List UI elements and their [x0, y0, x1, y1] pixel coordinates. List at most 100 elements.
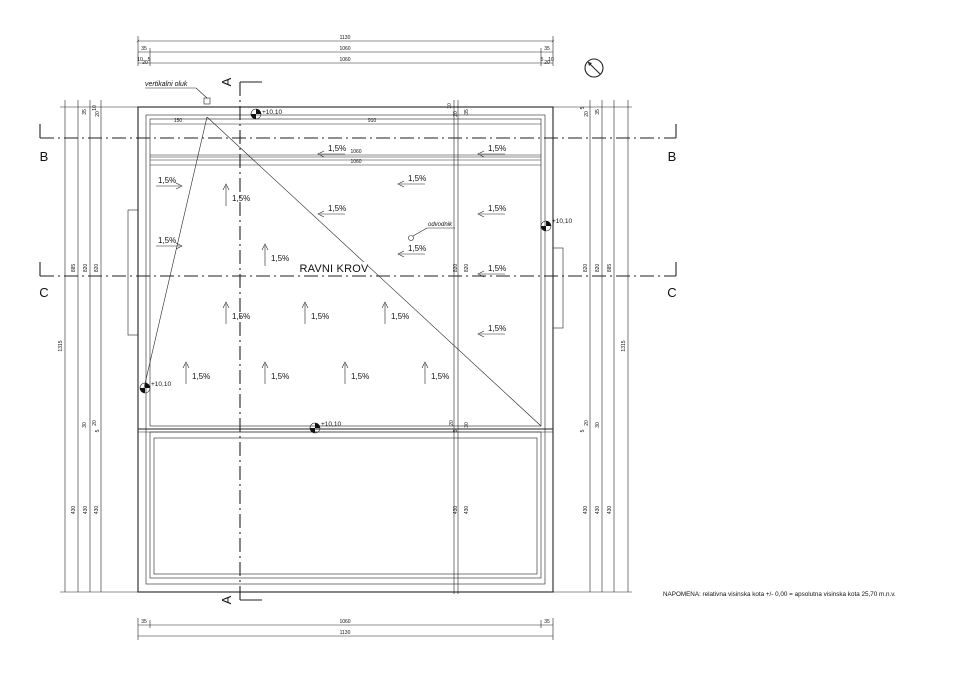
dim-right-st-5: 5: [580, 106, 586, 109]
elevation-mark-left: +10,10: [151, 381, 171, 388]
elevation-note: NAPOMENA: relativna visinska kota +/- 0,…: [663, 591, 896, 598]
dim-right-430-a: 430: [583, 506, 589, 515]
slope-arrow-icon: [477, 150, 505, 158]
dim-right-430-c: 430: [607, 506, 613, 515]
dim-right-820-b: 820: [595, 264, 601, 273]
dim-inner-v-b30: 30: [464, 422, 470, 428]
section-lines: [39, 81, 677, 601]
slope-arrow-icon: [317, 150, 345, 158]
slope-label: 1,5%: [158, 236, 176, 245]
dim-inner-150: 150: [174, 118, 183, 124]
dim-right-430-b: 430: [595, 506, 601, 515]
elevation-mark-icon: [250, 108, 262, 120]
north-arrow-icon: [584, 58, 604, 78]
dim-left-430-a: 430: [71, 506, 77, 515]
slope-arrow-icon: [261, 361, 269, 384]
slope-label: 1,5%: [158, 176, 176, 185]
slope-label: 1,5%: [488, 204, 506, 213]
dim-inner-v-35: 35: [464, 109, 470, 115]
dim-left-820-b: 820: [94, 264, 100, 273]
dim-top-r3-e: 5: [541, 57, 544, 63]
dim-inner-v-b5: 5: [453, 429, 459, 432]
dim-right-sm-30: 30: [595, 422, 601, 428]
section-b-left-label: B: [40, 149, 49, 164]
right-dimensions: [553, 100, 632, 593]
dim-bottom-r1-left: 35: [141, 619, 147, 625]
slope-label: 1,5%: [351, 372, 369, 381]
dim-bottom-r1-right: 35: [544, 619, 550, 625]
slope-arrow-icon: [477, 270, 505, 278]
slope-arrow-icon: [421, 361, 429, 384]
slope-arrow-icon: [156, 182, 183, 190]
dim-left-430-c: 430: [94, 506, 100, 515]
top-dimensions: [136, 36, 555, 66]
slope-arrow-icon: [397, 180, 425, 188]
dim-left-st-35: 35: [82, 109, 88, 115]
roof-label: RAVNI KROV: [299, 263, 368, 275]
dim-right-st-35: 35: [595, 109, 601, 115]
slope-arrow-icon: [397, 250, 425, 258]
slope-arrow-icon: [317, 210, 345, 218]
slope-label: 1,5%: [488, 324, 506, 333]
dim-left-sm-30: 30: [82, 422, 88, 428]
slope-label: 1,5%: [328, 204, 346, 213]
elevation-mark-bottom: +10,10: [321, 421, 341, 428]
slope-label: 1,5%: [488, 144, 506, 153]
dim-left-st-10: 10: [92, 105, 98, 111]
dim-left-st-20: 20: [95, 111, 101, 117]
slope-arrow-icon: [156, 242, 183, 250]
elevation-mark-icon: [309, 422, 321, 434]
dim-bottom-r1-mid: 1060: [339, 619, 350, 625]
slope-label: 1,5%: [408, 244, 426, 253]
section-c-right-label: C: [667, 285, 676, 300]
slope-arrow-icon: [477, 330, 505, 338]
dim-left-820-a: 820: [83, 264, 89, 273]
dim-left-sm-20: 20: [92, 420, 98, 426]
dim-inner-1060-a: 1060: [350, 149, 361, 155]
dim-inner-910: 910: [368, 118, 377, 124]
slope-arrow-icon: [182, 361, 190, 384]
roof-diagonals: [143, 116, 542, 427]
slope-arrow-icon: [301, 301, 309, 324]
dim-top-r3-g: 10: [548, 57, 554, 63]
slope-arrow-icon: [341, 361, 349, 384]
dim-top-total: 1130: [340, 35, 351, 41]
dim-right-sm-5: 5: [580, 429, 586, 432]
slope-label: 1,5%: [192, 372, 210, 381]
dim-right-885: 885: [607, 264, 613, 273]
dim-top-r3-d: 1060: [339, 57, 350, 63]
slope-labels: 1,5% 1,5% 1,5% 1,5% 1,5% 1,5% 1,5% 1,5% …: [158, 144, 506, 381]
slope-label: 1,5%: [408, 174, 426, 183]
dim-inner-v-10: 10: [447, 103, 453, 109]
slope-label: 1,5%: [271, 372, 289, 381]
dim-inner-1060-b: 1060: [350, 159, 361, 165]
dim-top-r3-b: 20: [142, 60, 148, 66]
slope-label: 1,5%: [271, 254, 289, 263]
dim-right-820-a: 820: [583, 264, 589, 273]
slope-label: 1,5%: [232, 194, 250, 203]
gutter-label: vertikalni oluk: [145, 81, 188, 88]
slope-arrow-icon: [261, 243, 269, 266]
dim-right-total: 1315: [621, 340, 627, 351]
left-dimensions: [60, 100, 138, 593]
slope-label: 1,5%: [488, 264, 506, 273]
slope-arrow-icon: [381, 301, 389, 324]
elevation-mark-top: +10,10: [262, 109, 282, 116]
section-c-left-label: C: [39, 285, 48, 300]
dim-left-sm-5: 5: [95, 429, 101, 432]
elevation-mark-icon: [540, 220, 552, 232]
section-a-top-label: A: [219, 77, 234, 86]
building-outline: [127, 100, 564, 594]
dim-inner-v-820-a: 820: [453, 264, 459, 273]
dim-right-st-20: 20: [584, 111, 590, 117]
dim-inner-v-430-a: 430: [453, 506, 459, 515]
dim-left-total: 1315: [58, 340, 64, 351]
slope-arrow-icon: [222, 301, 230, 324]
slope-label: 1,5%: [311, 312, 329, 321]
dim-inner-v-820-b: 820: [464, 264, 470, 273]
section-a-bottom-label: A: [219, 595, 234, 604]
slope-label: 1,5%: [431, 372, 449, 381]
slope-arrow-icon: [222, 183, 230, 206]
inner-dimensions: [150, 123, 541, 166]
